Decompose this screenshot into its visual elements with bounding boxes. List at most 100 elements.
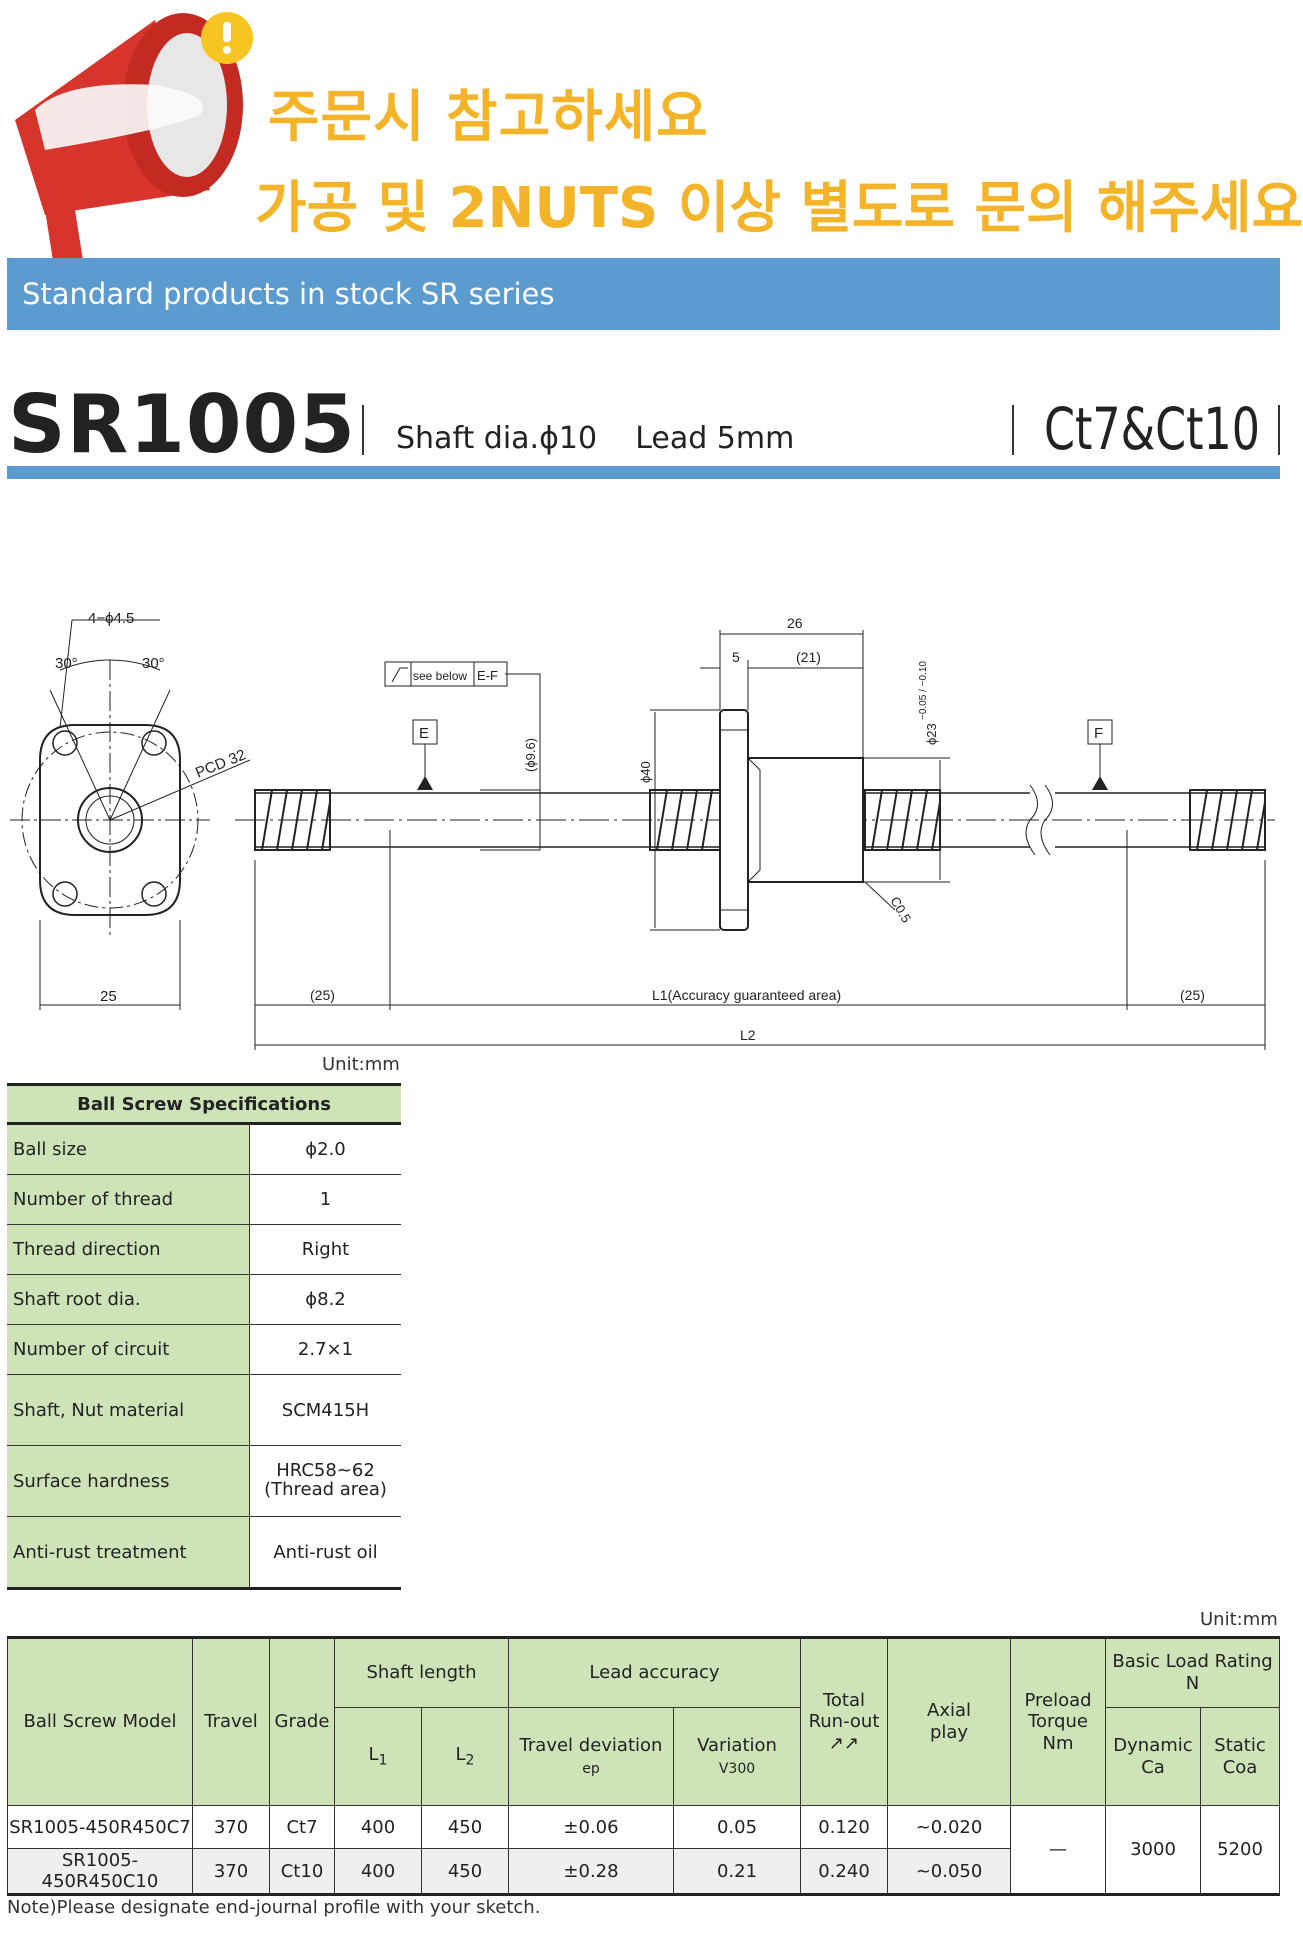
spec-value: 2.7×1 — [249, 1324, 401, 1375]
spec-value: ϕ8.2 — [249, 1274, 401, 1325]
l2-label: L2 — [740, 1027, 756, 1043]
flange-width-label: 25 — [100, 988, 117, 1005]
table-row: SR1005-450R450C7 370 Ct7 400 450 ±0.06 0… — [7, 1805, 1280, 1895]
load-title: Basic Load Rating — [1112, 1651, 1273, 1673]
preload-line3: Nm — [1042, 1732, 1074, 1754]
static-text: Static — [1214, 1734, 1266, 1756]
cell-travel: 370 — [192, 1805, 270, 1849]
series-bar — [7, 258, 1280, 330]
grade-title: Ct7&Ct10 — [1044, 395, 1260, 463]
col-shaft-length: Shaft length — [334, 1637, 509, 1708]
cell-l2: 450 — [421, 1805, 509, 1849]
cell-v300: 0.05 — [673, 1805, 801, 1849]
datum-f-label: F — [1094, 725, 1103, 742]
lead: Lead 5mm — [635, 421, 795, 456]
spec-label: Shaft, Nut material — [7, 1374, 250, 1446]
spec-label: Number of thread — [7, 1174, 250, 1225]
datum-markers — [384, 661, 1113, 780]
cell-runout: 0.240 — [800, 1848, 888, 1895]
megaphone-icon — [15, 12, 253, 310]
table-row: Shaft root dia.ϕ8.2 — [7, 1274, 401, 1325]
flange-thickness-label: 5 — [732, 649, 740, 665]
preload-line1: Preload — [1024, 1689, 1092, 1711]
l1-sub: 1 — [378, 1752, 388, 1769]
spec-label: Anti-rust treatment — [7, 1516, 250, 1590]
title-underline — [7, 466, 1280, 479]
nut-length-label: 26 — [787, 615, 803, 631]
dynamic-sub: Ca — [1141, 1756, 1165, 1778]
holes-label: 4−ϕ4.5 — [88, 610, 134, 627]
static-sub: Coa — [1222, 1756, 1258, 1778]
load-unit: N — [1185, 1673, 1200, 1694]
spec-label: Ball size — [7, 1123, 250, 1175]
cell-ep: ±0.06 — [508, 1805, 674, 1849]
cell-ep: ±0.28 — [508, 1848, 674, 1895]
tolerance-ref: E-F — [477, 668, 498, 683]
cell-v300: 0.21 — [673, 1848, 801, 1895]
spec-header: Ball Screw Specifications — [7, 1083, 401, 1125]
banner-subtitle: 가공 및 2NUTS 이상 별도로 문의 해주세요 — [255, 176, 1303, 241]
dimension-lines — [254, 630, 1266, 1050]
preload-line2: Torque — [1028, 1711, 1088, 1733]
dia-23-tolerance: −0.05 / −0.10 — [918, 661, 929, 720]
spec-value: Anti-rust oil — [249, 1516, 401, 1590]
cell-travel: 370 — [192, 1848, 270, 1895]
col-model: Ball Screw Model — [7, 1637, 193, 1806]
tolerance-note: see below — [413, 669, 467, 683]
axial-line2: play — [929, 1722, 969, 1743]
col-grade: Grade — [269, 1637, 335, 1806]
end-right-label: (25) — [1180, 987, 1205, 1003]
cell-axial: ~0.020 — [887, 1805, 1011, 1849]
spec-value: ϕ2.0 — [249, 1123, 401, 1175]
cell-model: SR1005-450R450C7 — [7, 1805, 193, 1849]
spec-value: 1 — [249, 1174, 401, 1225]
spec-label: Surface hardness — [7, 1445, 250, 1517]
l2-sub: 2 — [465, 1752, 475, 1769]
spec-value: HRC58~62(Thread area) — [249, 1445, 401, 1517]
runout-line2: Run-out — [808, 1711, 880, 1733]
datum-f-triangle — [1092, 776, 1108, 790]
cell-dynamic: 3000 — [1105, 1805, 1201, 1895]
variation-text: Variation — [697, 1734, 777, 1756]
dia-23-label: ϕ23 — [924, 723, 939, 745]
l2-text: L — [455, 1743, 466, 1765]
shaft-dia: Shaft dia.ϕ10 — [396, 421, 598, 456]
table-row: SR1005-450R450C10 370 Ct10 400 450 ±0.28… — [7, 1848, 1280, 1895]
spec-label: Shaft root dia. — [7, 1274, 250, 1325]
spec-label: Number of circuit — [7, 1324, 250, 1375]
travel-dev-sub: ep — [582, 1760, 600, 1777]
shaft-spec: Shaft dia.ϕ10 Lead 5mm — [396, 421, 794, 456]
cell-preload: — — [1010, 1805, 1106, 1895]
pcd-label: PCD 32 — [193, 746, 248, 781]
cell-l1: 400 — [334, 1848, 422, 1895]
cell-grade: Ct10 — [269, 1848, 335, 1895]
dynamic-text: Dynamic — [1113, 1734, 1193, 1756]
cell-l2: 450 — [421, 1848, 509, 1895]
footnote: Note)Please designate end-journal profil… — [7, 1897, 541, 1918]
dia-9-6-label: (ϕ9.6) — [523, 738, 538, 772]
cell-grade: Ct7 — [269, 1805, 335, 1849]
datum-e-triangle — [417, 776, 433, 790]
cell-runout: 0.120 — [800, 1805, 888, 1849]
cell-static: 5200 — [1200, 1805, 1280, 1895]
l1-label: L1(Accuracy guaranteed area) — [652, 987, 841, 1003]
col-l1: L1 — [334, 1707, 422, 1806]
spec-unit-label: Unit:mm — [322, 1054, 400, 1075]
model-table: Ball Screw Model Travel Grade Shaft leng… — [7, 1636, 1280, 1896]
chamfer-label: C0.5 — [887, 894, 914, 925]
title-divider — [1278, 405, 1280, 455]
nut — [719, 709, 864, 931]
cell-l1: 400 — [334, 1805, 422, 1849]
